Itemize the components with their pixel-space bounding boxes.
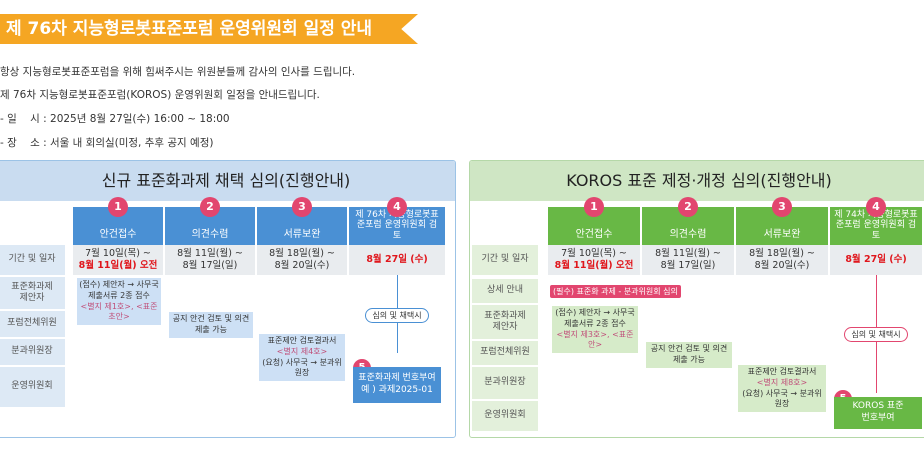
intro-date: - 일 시 : 2025년 8월 27일(수) 16:00 ~ 18:00: [0, 113, 230, 125]
date-cell-4: 8월 27일 (수): [349, 245, 445, 275]
date-start: 8월 11일(월) ~: [655, 247, 721, 259]
final-line-2: 예 ) 과제2025-01: [361, 385, 433, 395]
mandatory-review-note: (필수) 표준화 과제 - 분과위원회 심의: [550, 285, 681, 298]
date-start: 8월 18일(월) ~: [749, 247, 815, 259]
row-label-period: 기간 및 일자: [472, 245, 538, 275]
intro-line-2: 제 76차 지능형로봇표준포럼(KOROS) 운영위원회 일정을 안내드립니다.: [0, 89, 320, 101]
panel-new-project: 신규 표준화과제 채택 심의(진행안내) 기간 및 일자 표준화과제 제안자 포…: [0, 160, 456, 438]
step-label: 서류보완: [763, 229, 801, 240]
final-step-box: KOROS 표준 번호부여: [834, 397, 922, 429]
review-result-box: 표준제안 검토결과서 <별지 제4호> (요청) 사무국 → 분과위원장: [259, 334, 345, 382]
date-cell-3: 8월 18일(월) ~ 8월 20일(수): [257, 245, 347, 275]
intro-line-1: 항상 지능형로봇표준포럼을 위해 힘써주시는 위원분들께 감사의 인사를 드립니…: [0, 66, 356, 78]
date-end: 8월 17일(일): [660, 260, 716, 271]
final-line-1: 표준화과제 번호부여: [358, 373, 436, 384]
date-cell-3: 8월 18일(월) ~ 8월 20일(수): [736, 245, 828, 275]
step-number: 3: [772, 197, 792, 217]
step-label: 안건접수: [99, 229, 137, 240]
row-label-proposer: 표준화과제 제안자: [0, 277, 65, 309]
box-main-2: (요청) 사무국 → 분과위원장: [262, 357, 342, 378]
box-main: 표준제안 검토결과서: [747, 367, 817, 376]
step-number: 4: [387, 197, 407, 217]
row-label-all-members: 포럼전체위원: [0, 311, 65, 337]
date-cell-2: 8월 11일(월) ~ 8월 17일(일): [642, 245, 734, 275]
meeting-date: 8월 27일 (수): [366, 253, 428, 265]
date-end: 8월 17일(일): [182, 260, 238, 271]
row-label-proposer: 표준화과제 제안자: [472, 305, 538, 339]
date-cell-4: 8월 27일 (수): [830, 245, 922, 275]
review-result-box: 표준제안 검토결과서 <별지 제8호> (요청) 사무국 → 분과위원장: [738, 365, 826, 413]
panel-title: 신규 표준화과제 채택 심의(진행안내): [0, 161, 455, 201]
date-end: 8월 11일(월) 오전: [78, 260, 158, 271]
date-end: 8월 20일(수): [754, 260, 810, 271]
date-cell-1: 7월 10일(목) ~ 8월 11일(월) 오전: [548, 245, 640, 275]
date-start: 7월 10일(목) ~: [561, 247, 627, 259]
step-header-1: 1 안건접수: [73, 197, 163, 245]
box-main: 표준제안 검토결과서: [267, 336, 337, 345]
opinion-box: 공지 안건 검토 및 의견 제출 가능: [646, 342, 732, 368]
adoption-pill: 심의 및 채택시: [365, 308, 429, 323]
adoption-pill: 심의 및 채택시: [844, 327, 908, 342]
step-header-4: 4 제 76차 지능형로봇표준포럼 운영위원회 검토: [349, 197, 445, 245]
step-number: 3: [292, 197, 312, 217]
step-number: 4: [866, 197, 886, 217]
row-label-committee: 운영위원회: [0, 367, 65, 407]
step-label: 의견수렴: [669, 229, 707, 240]
intro-place: - 장 소 : 서울 내 회의실(미정, 추후 공지 예정): [0, 137, 214, 149]
panel-title: KOROS 표준 제정·개정 심의(진행안내): [470, 161, 924, 201]
step-number: 1: [108, 197, 128, 217]
step-number: 1: [584, 197, 604, 217]
panel-standard-revision: KOROS 표준 제정·개정 심의(진행안내) 기간 및 일자 상세 안내 표준…: [469, 160, 924, 438]
step-header-2: 2 의견수렴: [165, 197, 255, 245]
box-main: (접수) 제안자 → 사무국 제출서류 2종 접수: [555, 308, 635, 328]
step-number: 2: [678, 197, 698, 217]
date-end: 8월 20일(수): [274, 260, 330, 271]
step-header-3: 3 서류보완: [257, 197, 347, 245]
step-header-1: 1 안건접수: [548, 197, 640, 245]
step-number: 2: [200, 197, 220, 217]
box-main: (접수) 제안자 → 사무국 제출서류 2종 접수: [79, 280, 159, 300]
date-start: 8월 11일(월) ~: [177, 247, 243, 259]
box-main-2: (요청) 사무국 → 분과위원장: [742, 388, 822, 409]
step-header-2: 2 의견수렴: [642, 197, 734, 245]
box-sub: <별지 제3호>, <표준안>: [556, 329, 634, 350]
final-line-2: 번호부여: [861, 413, 895, 423]
opinion-box: 공지 안건 검토 및 의견 제출 가능: [169, 312, 253, 338]
date-start: 7월 10일(목) ~: [85, 247, 151, 259]
page-banner: 제 76차 지능형로봇표준포럼 운영위원회 일정 안내: [0, 14, 418, 44]
box-sub: <별지 제1호>, <표준 초안>: [80, 301, 158, 322]
proposer-submission-box: (접수) 제안자 → 사무국 제출서류 2종 접수 <별지 제3호>, <표준안…: [552, 306, 638, 354]
box-main: 공지 안건 검토 및 의견 제출 가능: [172, 314, 250, 334]
date-cell-2: 8월 11일(월) ~ 8월 17일(일): [165, 245, 255, 275]
date-cell-1: 7월 10일(목) ~ 8월 11일(월) 오전: [73, 245, 163, 275]
meeting-date: 8월 27일 (수): [845, 253, 907, 265]
row-label-chair: 분과위원장: [472, 367, 538, 399]
row-label-committee: 운영위원회: [472, 401, 538, 431]
step-label: 안건접수: [575, 229, 613, 240]
step-header-4: 4 제 74차 지능형로봇표준포럼 운영위원회 검토: [830, 197, 922, 245]
step-label: 서류보완: [283, 229, 321, 240]
final-line-1: KOROS 표준: [852, 401, 904, 412]
row-label-chair: 분과위원장: [0, 339, 65, 365]
box-main: 공지 안건 검토 및 의견 제출 가능: [650, 344, 728, 364]
row-label-period: 기간 및 일자: [0, 245, 65, 275]
step-label: 의견수렴: [191, 229, 229, 240]
step-header-3: 3 서류보완: [736, 197, 828, 245]
row-label-all-members: 포럼전체위원: [472, 341, 538, 365]
final-step-box: 표준화과제 번호부여 예 ) 과제2025-01: [353, 367, 441, 403]
box-sub: <별지 제4호>: [276, 346, 328, 356]
date-end: 8월 11일(월) 오전: [554, 260, 634, 271]
proposer-submission-box: (접수) 제안자 → 사무국 제출서류 2종 접수 <별지 제1호>, <표준 …: [77, 278, 161, 326]
box-sub: <별지 제8호>: [756, 377, 808, 387]
row-label-detail: 상세 안내: [472, 279, 538, 303]
date-start: 8월 18일(월) ~: [269, 247, 335, 259]
